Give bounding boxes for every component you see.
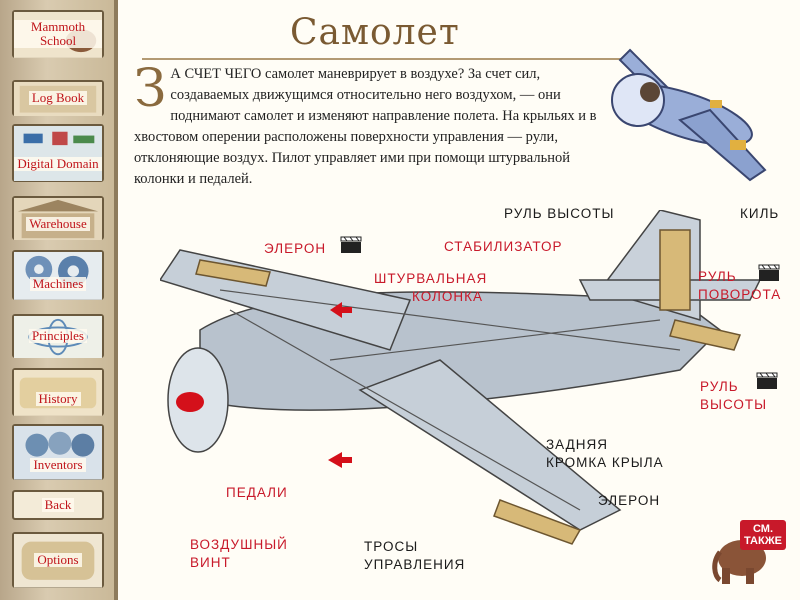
drop-cap: З	[134, 59, 167, 119]
video-clapper-icon[interactable]	[758, 264, 780, 282]
label-rudder-line1[interactable]: РУЛЬ	[698, 269, 737, 284]
nav-label: Principles	[29, 329, 87, 343]
label-rudder-line2[interactable]: ПОВОРОТА	[698, 287, 782, 302]
arrow-icon	[330, 302, 352, 318]
label-fin: КИЛЬ	[740, 206, 780, 221]
content-area: Самолет З А СЧЕТ ЧЕГО самолет маневрируе…	[122, 0, 800, 600]
nav-label: History	[35, 392, 81, 406]
nav-back[interactable]: Back	[12, 490, 104, 520]
label-trailing-edge-line1: ЗАДНЯЯ	[546, 437, 608, 452]
page-title: Самолет	[290, 12, 460, 53]
nav-label: Mammoth School	[14, 20, 102, 48]
nav-digital-domain[interactable]: Digital Domain	[12, 124, 104, 182]
label-cables-line2: УПРАВЛЕНИЯ	[364, 557, 466, 572]
label-control-column-line1[interactable]: ШТУРВАЛЬНАЯ	[374, 271, 488, 286]
nav-machines[interactable]: Machines	[12, 250, 104, 300]
aileron-right	[493, 499, 582, 545]
arrow-icon	[328, 452, 352, 468]
nav-label: Back	[41, 498, 75, 512]
circuit-icon	[14, 126, 102, 182]
nav-label: Machines	[29, 277, 87, 291]
nav-mammoth-school[interactable]: Mammoth School	[12, 10, 104, 58]
propeller-spinner	[176, 392, 204, 412]
nav-label: Log Book	[28, 91, 88, 105]
nav-principles[interactable]: Principles	[12, 314, 104, 359]
intro-text: З А СЧЕТ ЧЕГО самолет маневрирует в возд…	[134, 59, 604, 190]
label-elevator-top: РУЛЬ ВЫСОТЫ	[504, 206, 615, 221]
nav-inventors[interactable]: Inventors	[12, 424, 104, 480]
video-clapper-icon[interactable]	[340, 236, 362, 254]
see-also-badge: СМ.ТАКЖЕ	[740, 520, 786, 550]
label-pedals[interactable]: ПЕДАЛИ	[226, 485, 288, 500]
label-elevator-right-line2[interactable]: ВЫСОТЫ	[700, 397, 768, 412]
airplane-diagram	[160, 210, 760, 545]
label-cables-line1: ТРОСЫ	[364, 539, 419, 554]
nav-label: Inventors	[30, 458, 86, 472]
label-trailing-edge-line2: КРОМКА КРЫЛА	[546, 455, 664, 470]
control-cables	[219, 289, 681, 511]
nav-options[interactable]: Options	[12, 532, 104, 588]
label-elevator-right-line1[interactable]: РУЛЬ	[700, 379, 739, 394]
right-wing	[358, 359, 622, 531]
sidebar: Mammoth School Log Book Digital Domain W…	[0, 0, 118, 600]
rudder	[659, 229, 691, 311]
label-aileron-bottom: ЭЛЕРОН	[598, 493, 661, 508]
label-propeller-line2[interactable]: ВИНТ	[190, 555, 231, 570]
see-also-button[interactable]: СМ.ТАКЖЕ	[710, 516, 790, 586]
nav-label: Digital Domain	[14, 157, 102, 171]
nav-label: Options	[34, 553, 82, 567]
label-control-column-line2[interactable]: КОЛОНКА	[412, 289, 484, 304]
inventors-portrait-icon	[14, 426, 102, 480]
label-stabilizer[interactable]: СТАБИЛИЗАТОР	[444, 239, 563, 254]
video-clapper-icon[interactable]	[756, 372, 778, 390]
nav-label: Warehouse	[26, 217, 90, 231]
label-propeller-line1[interactable]: ВОЗДУШНЫЙ	[190, 537, 288, 552]
elevator	[669, 319, 742, 351]
label-aileron-top[interactable]: ЭЛЕРОН	[264, 241, 327, 256]
nav-history[interactable]: History	[12, 368, 104, 416]
nav-log-book[interactable]: Log Book	[12, 80, 104, 117]
intro-body: А СЧЕТ ЧЕГО самолет маневрирует в воздух…	[134, 66, 597, 187]
title-divider	[142, 58, 632, 60]
cartoon-plane-illustration	[611, 48, 767, 182]
aileron-left	[195, 259, 271, 287]
nav-warehouse[interactable]: Warehouse	[12, 196, 104, 241]
